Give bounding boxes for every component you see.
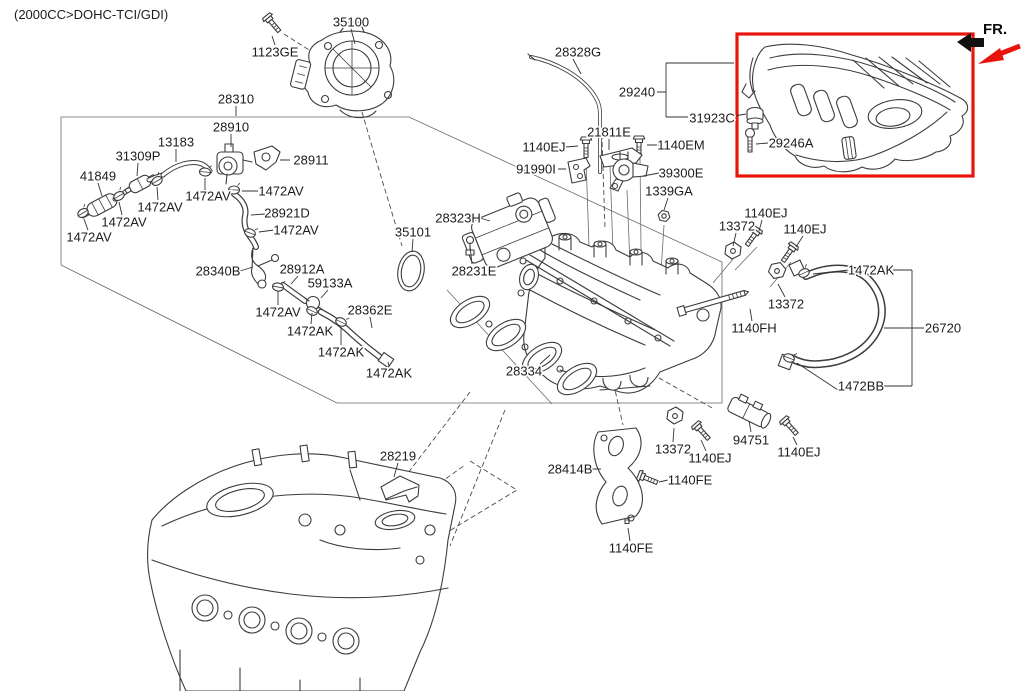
part-label-28334: 28334: [506, 364, 542, 379]
throttle-body-35100: [289, 21, 395, 119]
engine-block-drawing: [147, 444, 457, 691]
part-label-39300E: 39300E: [659, 166, 704, 181]
caution-tag-28219: [380, 475, 420, 503]
part-label-28910: 28910: [213, 120, 249, 135]
part-label-1472AK: 1472AK: [366, 366, 413, 381]
part-label-28323H: 28323H: [435, 211, 481, 226]
grommet-31923c: [746, 106, 764, 130]
part-label-1472AK: 1472AK: [287, 324, 334, 339]
part-number-labels: 35100 1123GE 28328G 29240 28310 31923C 28910 21…: [65, 13, 963, 557]
part-label-13372: 13372: [655, 442, 691, 457]
part-label-1140EJ: 1140EJ: [688, 451, 731, 466]
map-sensor-39300e: [609, 151, 649, 192]
part-label-28362E: 28362E: [348, 303, 393, 318]
part-label-1140EJ: 1140EJ: [777, 445, 820, 460]
pin-29246a: [744, 127, 756, 153]
front-highlight-box: [735, 32, 975, 178]
part-label-26720: 26720: [925, 321, 961, 336]
part-label-1472AV: 1472AV: [101, 215, 147, 230]
highlight-pointer-red-arrow: [978, 43, 1021, 64]
bolt-1123ge: [261, 11, 285, 36]
part-label-1140FH: 1140FH: [731, 321, 776, 336]
intake-manifold-drawing: [517, 232, 722, 394]
pcv-hose-26720: [777, 259, 886, 371]
part-label-28219: 28219: [380, 449, 416, 464]
vapor-tube-28328g: [527, 53, 602, 174]
part-label-91990I: 91990I: [516, 162, 556, 177]
purge-valve-28910: [216, 143, 253, 185]
clip-13372: [766, 259, 788, 282]
part-label-1339GA: 1339GA: [645, 184, 693, 199]
o-ring-35101: [397, 250, 425, 292]
bracket-91990i: [567, 157, 591, 184]
manifold-gasket-28334: [449, 295, 598, 396]
injector-towers: [558, 233, 679, 275]
front-direction-arrow-icon: [957, 33, 984, 52]
nut-1339ga: [656, 209, 672, 223]
bolt-1140ej: [777, 240, 800, 266]
part-label-28921D: 28921D: [264, 206, 310, 221]
part-label-13372: 13372: [768, 297, 804, 312]
bracket-28911: [253, 145, 281, 171]
part-label-1472AK: 1472AK: [318, 345, 365, 360]
part-label-35101: 35101: [395, 225, 431, 240]
bolt-1140ej: [778, 414, 802, 439]
engine-cover-drawing: [741, 43, 969, 173]
part-label-1140EJ: 1140EJ: [744, 206, 787, 221]
sensor-cluster: [567, 135, 672, 223]
part-label-1472AV: 1472AV: [255, 305, 301, 320]
intake-port-holes: [191, 594, 360, 655]
part-label-1123GE: 1123GE: [252, 45, 299, 60]
part-label-29246A: 29246A: [769, 136, 814, 151]
part-label-28912A: 28912A: [280, 262, 325, 277]
part-label-35100: 35100: [333, 15, 369, 30]
part-label-28340B: 28340B: [196, 264, 241, 279]
purge-control-valve-94751: [727, 393, 772, 429]
lower-fastener-cluster: [620, 393, 802, 525]
bolt-1140ej: [579, 136, 593, 159]
part-label-1472AV: 1472AV: [66, 230, 112, 245]
part-label-1140EJ: 1140EJ: [783, 222, 826, 237]
tube-28340b: [250, 247, 280, 289]
purge-hose-kit-28310: [74, 143, 395, 369]
part-label-1472AK: 1472AK: [848, 263, 895, 278]
engine-spec-label: (2000CC>DOHC-TCI/GDI): [14, 7, 168, 22]
part-label-1140FE: 1140FE: [668, 473, 713, 488]
clip-13372: [666, 406, 684, 425]
part-label-1472BB: 1472BB: [838, 379, 884, 394]
part-label-31309P: 31309P: [116, 149, 161, 164]
part-label-1472AV: 1472AV: [258, 184, 304, 199]
leader-lines: [83, 28, 924, 542]
part-label-28310: 28310: [218, 92, 254, 107]
part-label-59133A: 59133A: [308, 276, 353, 291]
part-label-21811E: 21811E: [587, 125, 631, 140]
part-label-94751: 94751: [733, 433, 769, 448]
part-label-29240: 29240: [619, 85, 655, 100]
cooler-28323h: [461, 192, 556, 269]
part-label-28328G: 28328G: [555, 45, 601, 60]
front-direction-label: FR.: [983, 21, 1007, 38]
support-bracket-28414b: [593, 427, 643, 525]
part-label-13372: 13372: [719, 219, 755, 234]
part-label-1472AV: 1472AV: [273, 223, 319, 238]
part-label-28414B: 28414B: [548, 462, 593, 477]
bolt-1140ej: [690, 419, 714, 444]
part-label-31923C: 31923C: [689, 111, 735, 126]
part-label-1472AV: 1472AV: [185, 189, 231, 204]
part-label-28911: 28911: [293, 153, 328, 168]
part-label-1472AV: 1472AV: [137, 200, 183, 215]
part-label-28231E: 28231E: [452, 264, 497, 279]
part-label-41849: 41849: [80, 169, 116, 184]
part-label-1140EM: 1140EM: [657, 138, 704, 153]
part-label-13183: 13183: [158, 135, 194, 150]
part-label-1140FE: 1140FE: [609, 541, 654, 556]
part-label-1140EJ: 1140EJ: [522, 140, 565, 155]
